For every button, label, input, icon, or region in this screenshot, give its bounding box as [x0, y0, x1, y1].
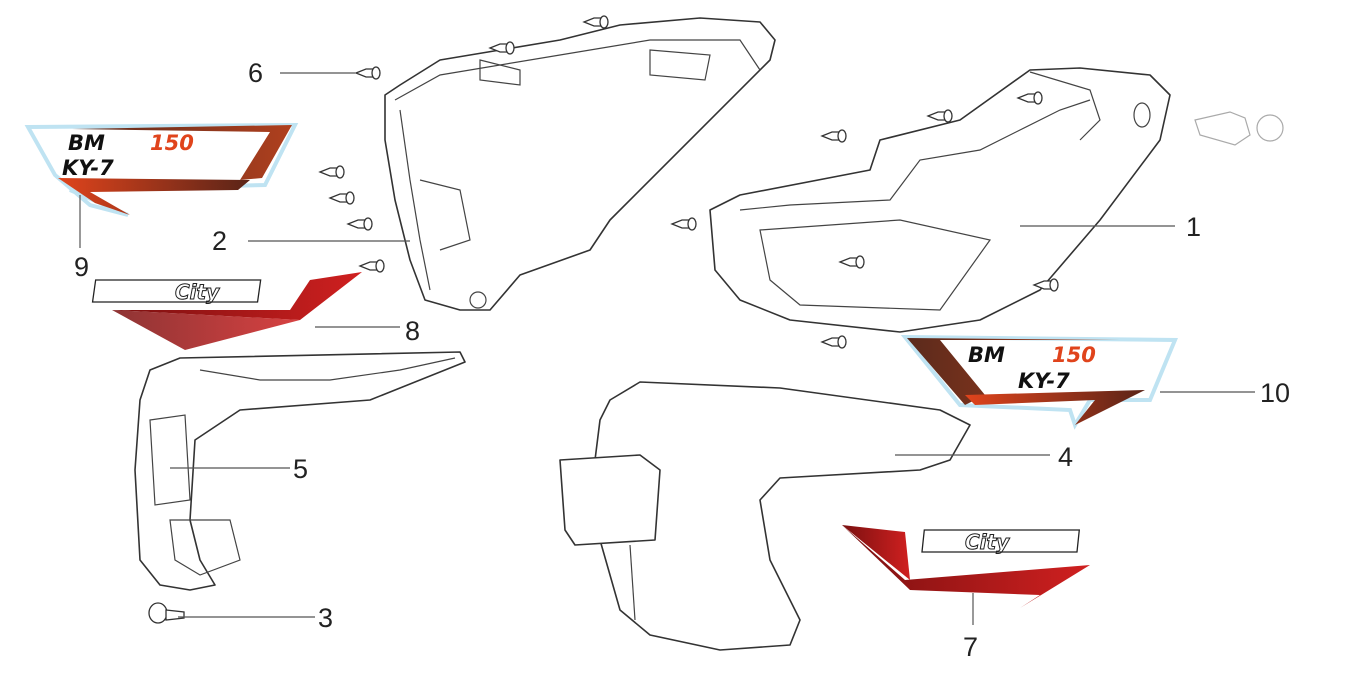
callout-5: 5 — [293, 454, 308, 484]
decal-10-displacement: 150 — [1052, 343, 1096, 367]
callout-2: 2 — [212, 226, 227, 256]
decal-9-brand: BM — [68, 131, 105, 155]
callout-3: 3 — [318, 603, 333, 633]
part-2-frame — [384, 17, 776, 311]
part-4-lower-side-cover — [559, 381, 971, 651]
callout-7: 7 — [963, 632, 978, 662]
callout-6: 6 — [248, 58, 263, 88]
callout-8: 8 — [405, 316, 420, 346]
part-5-lower-cover — [134, 351, 466, 591]
decal-8-city: City — [91, 272, 362, 350]
callout-9: 9 — [74, 252, 89, 282]
decal-10-bm150: BM 150 KY-7 — [900, 334, 1178, 430]
decal-7-city: City — [842, 525, 1090, 608]
leader-lines — [79, 72, 1255, 625]
callout-labels: 1 2 3 4 5 6 7 8 9 10 — [74, 58, 1290, 662]
part-1-side-cover — [709, 67, 1171, 333]
screw-part-3 — [148, 602, 185, 624]
decal-8-word: City — [175, 280, 220, 304]
callout-1: 1 — [1186, 212, 1201, 242]
callout-10: 10 — [1260, 378, 1290, 408]
decal-9-displacement: 150 — [150, 131, 194, 155]
decal-10-brand: BM — [968, 343, 1005, 367]
callout-4: 4 — [1058, 442, 1073, 472]
decal-10-model: KY-7 — [1018, 369, 1070, 393]
decal-9-model: KY-7 — [62, 156, 114, 180]
connector-part — [1194, 111, 1284, 146]
decal-7-word: City — [965, 530, 1010, 554]
decal-9-bm150: BM 150 KY-7 — [24, 122, 299, 217]
